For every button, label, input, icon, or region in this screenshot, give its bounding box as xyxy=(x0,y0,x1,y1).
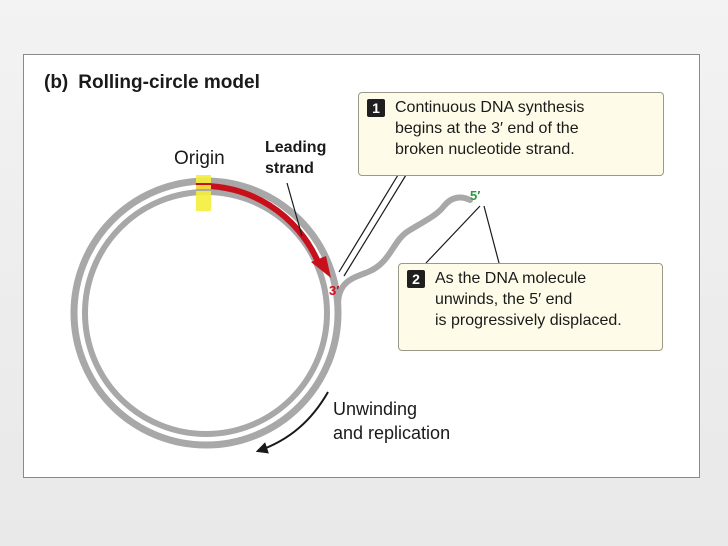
callout-1-leader-a xyxy=(343,174,407,277)
figure-title-text: Rolling-circle model xyxy=(78,72,260,93)
outer-dna-strand xyxy=(70,177,342,449)
callout-step-2: 2 As the DNA molecule unwinds, the 5′ en… xyxy=(398,263,663,351)
leading-strand-label-line-2: strand xyxy=(265,160,314,177)
unwinding-arrow xyxy=(255,391,329,454)
figure-part-label: (b) xyxy=(44,72,69,93)
unwinding-label: Unwinding and replication xyxy=(333,397,450,445)
leading-strand-label: Leading strand xyxy=(265,137,326,179)
inner-dna-strand xyxy=(82,189,330,437)
figure-title: (b) Rolling-circle model xyxy=(44,72,260,94)
callout-1-line-1: Continuous DNA synthesis xyxy=(395,99,585,116)
callout-2-leader-b xyxy=(425,205,481,264)
callout-2-leader-a xyxy=(483,205,500,264)
callout-2-line-2: unwinds, the 5′ end xyxy=(435,291,573,308)
callout-step-1: 1 Continuous DNA synthesis begins at the… xyxy=(358,92,664,176)
leading-strand xyxy=(195,182,321,264)
callout-2-line-1: As the DNA molecule xyxy=(435,270,587,287)
unwinding-label-line-2: and replication xyxy=(333,423,451,443)
callout-2-line-3: is progressively displaced. xyxy=(435,312,622,329)
origin-marker xyxy=(196,175,211,211)
origin-label: Origin xyxy=(174,148,225,169)
step-2-number-badge: 2 xyxy=(407,270,425,288)
callout-1-line-3: broken nucleotide strand. xyxy=(395,141,575,158)
step-1-number-badge: 1 xyxy=(367,99,385,117)
three-prime-label: 3′ xyxy=(329,283,340,298)
callout-1-leader-b xyxy=(338,174,399,273)
leading-strand-label-line-1: Leading xyxy=(265,139,327,156)
five-prime-label: 5′ xyxy=(470,188,481,203)
leading-strand-arrowhead xyxy=(311,256,331,278)
callout-1-line-2: begins at the 3′ end of the xyxy=(395,120,579,137)
unwinding-label-line-1: Unwinding xyxy=(333,399,418,419)
leading-label-leader xyxy=(286,182,303,237)
displaced-strand xyxy=(335,194,473,308)
